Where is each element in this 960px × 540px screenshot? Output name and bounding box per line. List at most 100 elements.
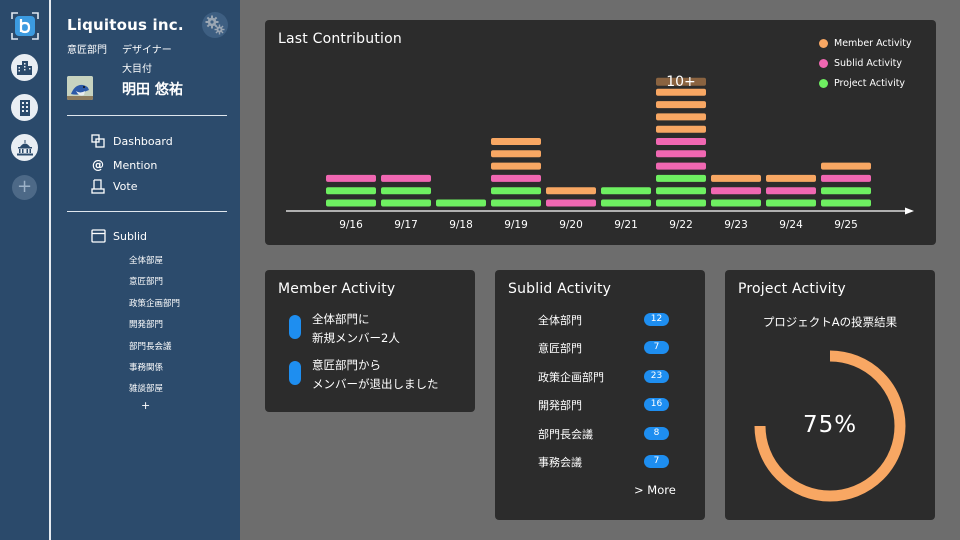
- sublid-name: 意匠部門: [538, 342, 582, 355]
- vote-percent: 75%: [802, 412, 858, 438]
- sublid-name: 全体部門: [538, 314, 582, 327]
- sublid-item[interactable]: 雑談部屋: [129, 384, 164, 394]
- count-badge: 23: [644, 370, 669, 383]
- bar-segment: [821, 199, 871, 207]
- count-badge: 7: [644, 341, 669, 354]
- x-axis-arrow-icon: [905, 207, 914, 215]
- sublid-item[interactable]: 全体部屋: [129, 256, 164, 266]
- sublid-name: 開発部門: [538, 399, 582, 412]
- workspace-city-icon[interactable]: [11, 54, 38, 81]
- bar-segment: [546, 199, 596, 207]
- user-meeting: 大目付: [122, 64, 152, 75]
- peak-annotation: 10+: [666, 74, 696, 90]
- bar-segment: [656, 101, 706, 109]
- x-tick-label: 9/19: [504, 219, 528, 231]
- nav-dashboard[interactable]: Dashboard: [89, 134, 173, 148]
- workspace-capitol-icon[interactable]: [11, 134, 38, 161]
- x-tick-label: 9/23: [724, 219, 748, 231]
- sublid-activity-row[interactable]: 開発部門 16: [495, 395, 705, 415]
- sublid-name: 事務会議: [538, 456, 582, 469]
- bar-segment: [656, 125, 706, 133]
- sublid-item[interactable]: 意匠部門: [129, 277, 164, 287]
- member-activity-card: Member Activity 全体部門に 新規メンバー2人 意匠部門から メン…: [265, 270, 475, 412]
- x-tick-label: 9/22: [669, 219, 693, 231]
- settings-gear-icon[interactable]: [202, 12, 228, 38]
- bar-segment: [381, 174, 431, 182]
- sublid-section[interactable]: Sublid: [89, 229, 147, 243]
- legend-project-activity: Project Activity: [819, 78, 905, 89]
- project-activity-card: Project Activity プロジェクトAの投票結果 75%: [725, 270, 935, 520]
- nav-mention[interactable]: @ Mention: [89, 158, 157, 172]
- member-activity-title: Member Activity: [278, 281, 396, 297]
- last-contribution-card: Last Contribution Member Activity Sublid…: [265, 20, 936, 245]
- bar-segment: [601, 187, 651, 195]
- sublid-activity-card: Sublid Activity 全体部門 12 意匠部門 7 政策企画部門 23…: [495, 270, 705, 520]
- member-activity-item[interactable]: 意匠部門から メンバーが退出しました: [289, 356, 439, 394]
- bar-segment: [711, 187, 761, 195]
- overflow-cap: [656, 77, 706, 86]
- nav-mention-label: Mention: [113, 158, 158, 172]
- bar-segment: [656, 113, 706, 121]
- sublid-activity-row[interactable]: 全体部門 12: [495, 310, 705, 330]
- activity-marker-icon: [289, 361, 301, 385]
- bar-segment: [656, 162, 706, 170]
- nav-vote-label: Vote: [113, 180, 138, 193]
- count-badge: 16: [644, 398, 669, 411]
- project-activity-title: Project Activity: [738, 281, 846, 297]
- sublid-item[interactable]: 政策企画部門: [129, 299, 181, 309]
- legend-member-activity: Member Activity: [819, 38, 912, 49]
- activity-marker-icon: [289, 315, 301, 339]
- user-role: デザイナー: [122, 45, 172, 56]
- sublid-item[interactable]: 開発部門: [129, 320, 164, 330]
- bar-segment: [601, 199, 651, 207]
- bar-segment: [766, 187, 816, 195]
- user-department: 意匠部門: [67, 45, 107, 56]
- sublid-name: 政策企画部門: [538, 371, 604, 384]
- bar-segment: [491, 174, 541, 182]
- sublid-item[interactable]: 部門長会議: [129, 342, 172, 352]
- sublid-item[interactable]: 事務関係: [129, 363, 164, 373]
- x-tick-label: 9/20: [559, 219, 583, 231]
- add-workspace-button[interactable]: +: [12, 175, 37, 200]
- sublid-activity-row[interactable]: 部門長会議 8: [495, 424, 705, 444]
- bar-segment: [821, 187, 871, 195]
- more-link[interactable]: > More: [634, 483, 676, 497]
- member-activity-item[interactable]: 全体部門に 新規メンバー2人: [289, 310, 400, 348]
- sublid-activity-row[interactable]: 意匠部門 7: [495, 338, 705, 358]
- vote-progress-ring: [754, 350, 906, 502]
- sidebar-divider: [67, 115, 227, 116]
- count-badge: 8: [644, 427, 669, 440]
- bar-segment: [546, 187, 596, 195]
- sublid-section-label: Sublid: [113, 229, 148, 243]
- icon-rail: +: [0, 0, 51, 540]
- legend-dot-icon: [819, 59, 828, 68]
- progress-ring-arc: [754, 350, 906, 502]
- app-logo-icon[interactable]: [10, 11, 40, 41]
- sublid-activity-title: Sublid Activity: [508, 281, 612, 297]
- bar-segment: [656, 187, 706, 195]
- dashboard-icon: [89, 134, 107, 148]
- bar-segment: [821, 162, 871, 170]
- sublid-activity-row[interactable]: 事務会議 7: [495, 452, 705, 472]
- sidebar: Liquitous inc. 意匠部門 デザイナー 大目付 明田: [51, 0, 240, 540]
- bar-segment: [381, 199, 431, 207]
- bar-segment: [381, 187, 431, 195]
- bar-segment: [491, 150, 541, 158]
- x-tick-label: 9/21: [614, 219, 638, 231]
- member-activity-text: 全体部門に 新規メンバー2人: [312, 312, 400, 345]
- legend-label: Project Activity: [834, 78, 906, 89]
- member-activity-text: 意匠部門から メンバーが退出しました: [312, 358, 439, 391]
- avatar[interactable]: [67, 76, 93, 100]
- sublid-activity-row[interactable]: 政策企画部門 23: [495, 367, 705, 387]
- bar-segment: [436, 199, 486, 207]
- add-sublid-button[interactable]: +: [141, 399, 151, 412]
- at-icon: @: [92, 158, 104, 172]
- nav-dashboard-label: Dashboard: [113, 134, 173, 148]
- sublid-name: 部門長会議: [538, 428, 593, 441]
- count-badge: 12: [644, 313, 669, 326]
- sidebar-divider: [67, 211, 227, 212]
- workspace-building-icon[interactable]: [11, 94, 38, 121]
- bar-segment: [656, 138, 706, 145]
- nav-vote[interactable]: Vote: [89, 179, 137, 194]
- vote-icon: [89, 179, 107, 194]
